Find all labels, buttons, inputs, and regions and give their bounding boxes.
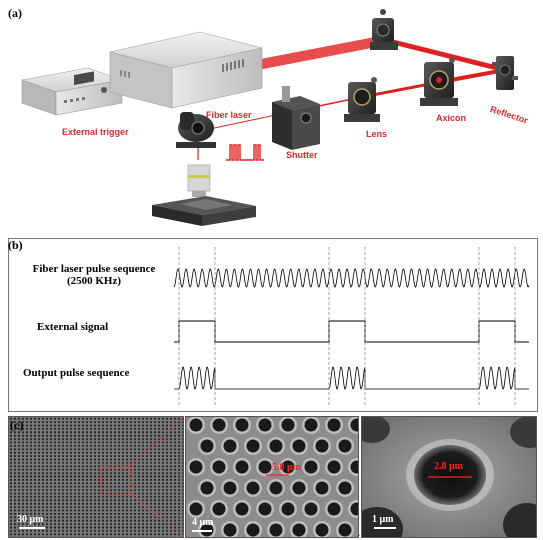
sem-hole xyxy=(338,481,352,495)
axicon-device xyxy=(420,57,458,106)
sem-hole xyxy=(235,418,249,432)
sem-hole xyxy=(269,523,283,537)
timing-panel: Fiber laser pulse sequence (2500 KHz) Ex… xyxy=(8,238,538,412)
sem-hole xyxy=(304,502,318,516)
sem-hole xyxy=(258,502,272,516)
xy-stage xyxy=(152,196,256,226)
sem-hole xyxy=(223,481,237,495)
sem-hole xyxy=(269,439,283,453)
fiber-laser-sequence-title: Fiber laser pulse sequence xyxy=(32,263,156,275)
sem-hole xyxy=(327,460,341,474)
sem-array-low xyxy=(9,417,183,537)
scale-label-3: 1 μm xyxy=(372,514,394,525)
pulse-train-icon xyxy=(226,144,264,161)
sem-hole xyxy=(327,418,341,432)
sem-panel: 30 μm 5.8 μm 4 μm xyxy=(8,416,537,538)
sem-hole xyxy=(338,439,352,453)
external-trigger-label: External trigger xyxy=(62,127,129,137)
sem-hole xyxy=(212,460,226,474)
sem-hole xyxy=(235,460,249,474)
sem-hole xyxy=(292,481,306,495)
sem-hole xyxy=(223,523,237,537)
sem-hole xyxy=(212,502,226,516)
sem-hole xyxy=(350,418,358,432)
sem-hole xyxy=(189,418,203,432)
shutter-device xyxy=(272,86,320,150)
sem-hole xyxy=(189,460,203,474)
sem-hole xyxy=(258,418,272,432)
fiber-laser-label: Fiber laser xyxy=(206,110,252,120)
panel-c-label: (c) xyxy=(10,418,24,432)
sem-hole xyxy=(327,502,341,516)
sem-hole xyxy=(200,439,214,453)
lens-label: Lens xyxy=(366,129,388,139)
sem-hole xyxy=(292,439,306,453)
sem-hole xyxy=(269,481,283,495)
fiber-laser-frequency: (2500 KHz) xyxy=(66,275,122,287)
sem-image-mid-mag: 5.8 μm 4 μm xyxy=(185,416,359,538)
fiber-laser-sequence-label: Fiber laser pulse sequence (2500 KHz) xyxy=(11,263,177,287)
sem-hole xyxy=(246,439,260,453)
objective-lens xyxy=(187,164,211,197)
sem-hole xyxy=(246,523,260,537)
fiber-pulse-waveform xyxy=(173,268,530,288)
sem-hole xyxy=(200,481,214,495)
measure-label-2: 5.8 μm xyxy=(272,462,301,473)
sem-hole xyxy=(315,439,329,453)
sem-hole xyxy=(189,502,203,516)
sem-hole xyxy=(338,523,352,537)
external-trigger-device xyxy=(20,67,124,116)
sem-hole xyxy=(235,502,249,516)
sem-hole xyxy=(350,502,358,516)
lens-device xyxy=(344,77,380,122)
fiber-laser-device xyxy=(109,31,263,109)
sem-hole xyxy=(246,481,260,495)
sem-image-low-mag: 30 μm xyxy=(8,416,184,538)
setup-illustration xyxy=(20,9,518,226)
panel-a-label: (a) xyxy=(8,6,22,20)
sem-hole xyxy=(281,502,295,516)
sem-hole xyxy=(292,523,306,537)
mirror-mount-top xyxy=(370,9,398,50)
external-signal-label: External signal xyxy=(37,321,109,333)
sem-hole xyxy=(315,481,329,495)
sem-hole xyxy=(304,418,318,432)
sem-array-mid xyxy=(186,417,358,537)
sem-hole xyxy=(281,460,295,474)
sem-hole xyxy=(304,460,318,474)
output-pulse-label: Output pulse sequence xyxy=(23,367,130,379)
sem-single-hole xyxy=(362,417,536,537)
measure-label-3: 2.8 μm xyxy=(434,461,463,472)
reflector-device xyxy=(492,56,518,90)
external-signal-waveform xyxy=(174,320,529,343)
scanner-head xyxy=(176,112,216,148)
sem-hole xyxy=(212,418,226,432)
axicon-label: Axicon xyxy=(436,113,467,123)
scale-label-2: 4 μm xyxy=(192,517,214,528)
shutter-label: Shutter xyxy=(286,150,318,160)
scale-label-1: 30 μm xyxy=(17,514,44,525)
panel-b-label: (b) xyxy=(8,238,23,252)
sem-hole xyxy=(223,439,237,453)
setup-panel: (a) xyxy=(0,0,543,230)
waveform-plot xyxy=(173,247,530,407)
sem-hole xyxy=(281,418,295,432)
output-pulse-waveform xyxy=(174,366,529,390)
sem-hole xyxy=(258,460,272,474)
sem-hole xyxy=(350,460,358,474)
sem-image-high-mag: 2.8 μm 1 μm xyxy=(361,416,537,538)
sem-hole xyxy=(315,523,329,537)
zoom-box xyxy=(100,466,132,496)
